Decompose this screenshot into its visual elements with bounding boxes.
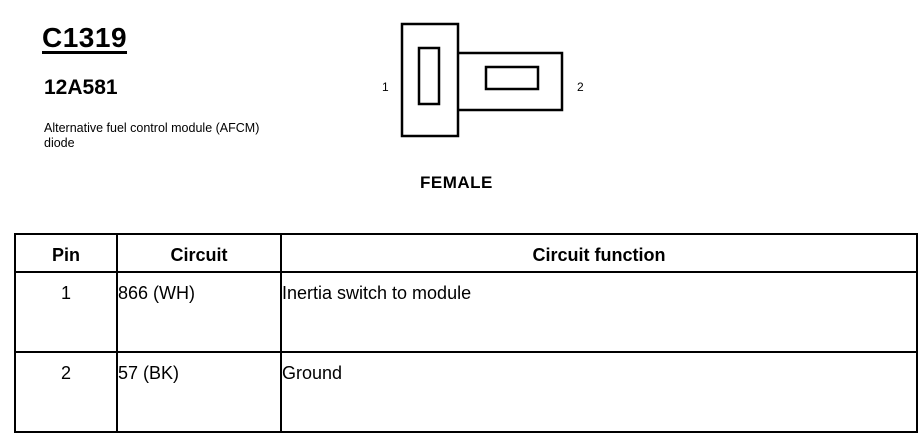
table-row: 2 57 (BK) Ground [14,351,918,433]
circuit-function-cell: Ground [280,351,918,433]
table-row: 1 866 (WH) Inertia switch to module [14,271,918,353]
part-number: 12A581 [44,76,118,99]
circuit-cell: 57 (BK) [116,351,282,433]
column-header-circuit-function: Circuit function [280,233,918,273]
pin-cell: 1 [14,271,118,353]
pin-label-2: 2 [577,80,584,94]
connector-gender: FEMALE [420,173,493,192]
pin-1-cavity [417,46,441,106]
column-header-circuit: Circuit [116,233,282,273]
table-header-row: Pin Circuit Circuit function [14,233,918,273]
connector-diagram [400,22,564,138]
circuit-cell: 866 (WH) [116,271,282,353]
pinout-table: Pin Circuit Circuit function 1 866 (WH) … [14,233,918,433]
connector-housing-pin-2 [458,51,564,112]
circuit-function-cell: Inertia switch to module [280,271,918,353]
connector-description: Alternative fuel control module (AFCM) d… [44,121,260,150]
connector-housing-pin-1 [400,22,460,138]
connector-id: C1319 [42,22,128,53]
pin-2-cavity [484,65,540,91]
pin-cell: 2 [14,351,118,433]
column-header-pin: Pin [14,233,118,273]
pin-label-1: 1 [382,80,389,94]
